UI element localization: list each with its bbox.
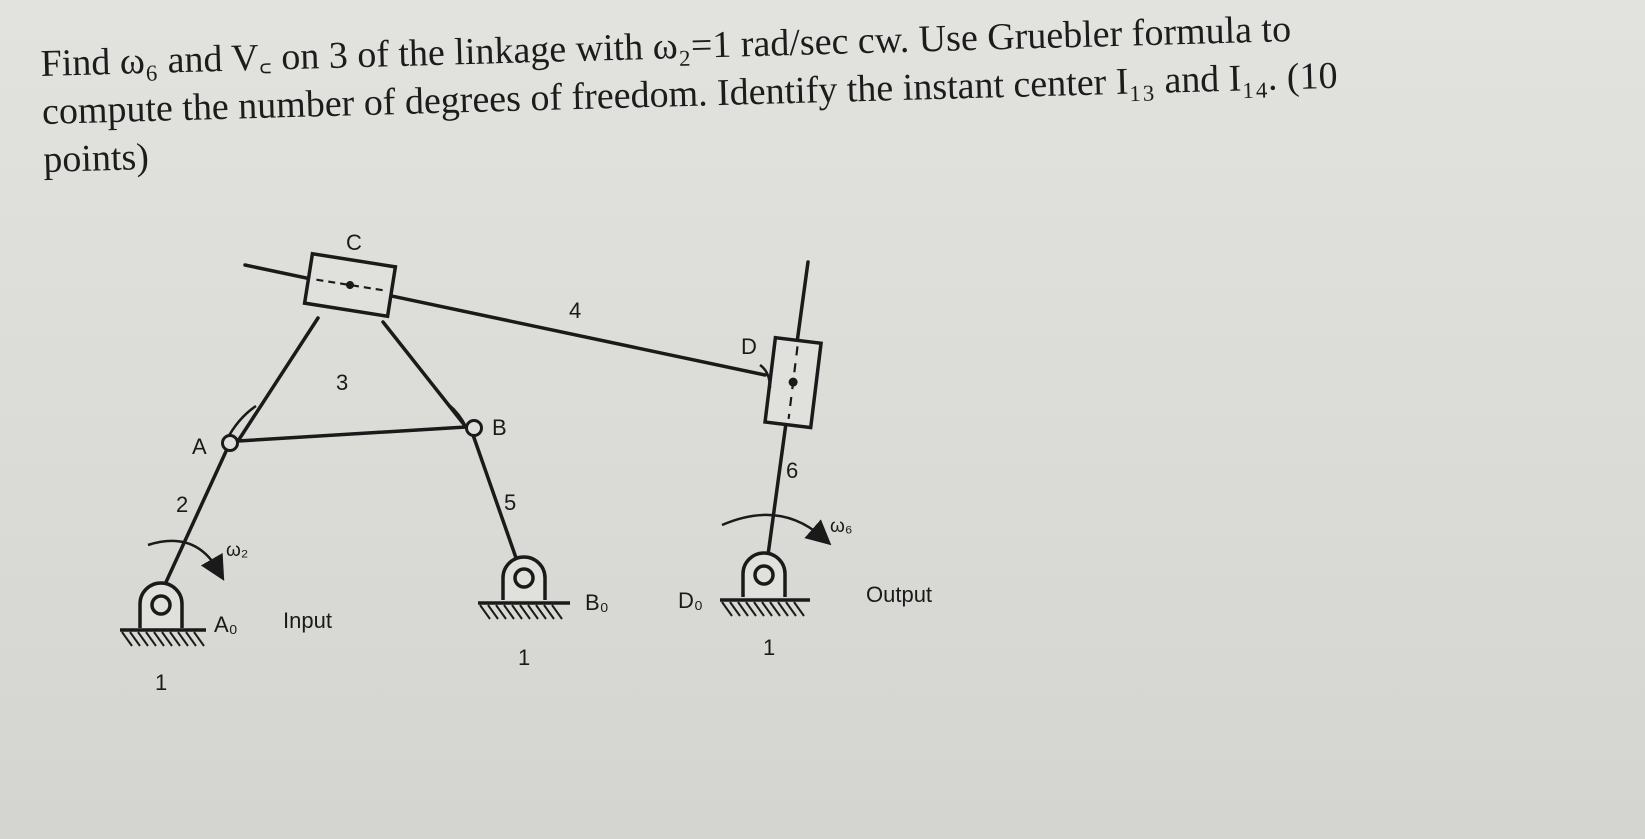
label-output: Output [866,582,932,607]
link-4-d-bracket [759,363,772,389]
pin-b [465,419,483,437]
label-a0: A₀ [214,612,238,637]
ground-pivot-b0 [478,555,570,620]
slider-c [302,251,398,319]
ground-pivot-a0 [120,581,206,647]
label-ground-d0: 1 [763,635,775,660]
label-a: A [192,434,207,459]
label-d: D [741,334,757,359]
link-3-triangle [224,316,468,443]
label-link-5: 5 [504,490,516,515]
label-b: B [492,415,507,440]
label-omega-2: ω₂ [226,540,248,561]
omega-6-arrow [721,513,832,546]
label-c: C [346,230,362,255]
ground-pivot-d0 [720,551,810,617]
label-link-4: 4 [569,298,581,323]
omega-2-arrow [147,539,225,581]
slider-d [763,335,824,430]
pin-a [221,434,239,452]
link-2-crank [154,445,230,606]
label-link-6: 6 [786,458,798,483]
label-d0: D₀ [678,588,703,613]
label-input: Input [283,608,332,633]
label-ground-b0: 1 [518,645,530,670]
label-link-3: 3 [336,370,348,395]
label-b0: B₀ [585,590,609,615]
label-ground-a0: 1 [155,670,167,695]
link-5-bar [470,430,524,577]
label-omega-6: ω₆ [830,516,853,537]
label-link-2: 2 [176,492,188,517]
